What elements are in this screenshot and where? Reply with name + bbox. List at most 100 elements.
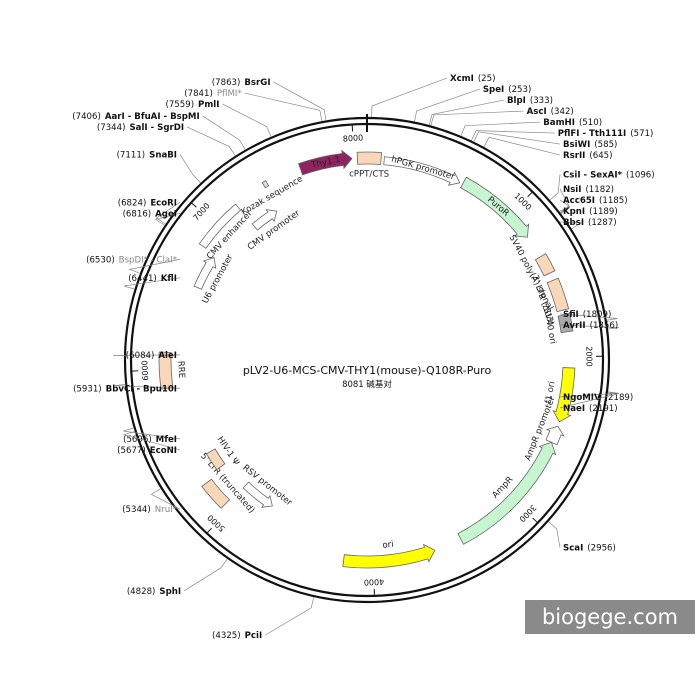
site-pmli: (7559)PmlI: [165, 100, 272, 137]
feature-label: cPPT/CTS: [349, 169, 389, 179]
site-position: (585): [594, 140, 617, 150]
site-name: BamHI: [543, 118, 575, 128]
site-bamhi: BamHI(510): [460, 118, 602, 136]
site-label: CsiI - SexAI*(1096): [563, 170, 655, 180]
site-blpi: BlpI(333): [428, 96, 553, 126]
feature-label: RRE: [175, 361, 186, 379]
site-label: KpnI(1189): [563, 207, 618, 217]
feature-shape: [546, 277, 570, 313]
site-label: (6824)EcoRI: [118, 198, 177, 208]
site-leader-line: [123, 427, 181, 440]
site-name: NruI*: [155, 505, 178, 515]
backbone-inner-strand: [129, 122, 605, 598]
site-econi: (5677)EcoNI: [117, 431, 181, 456]
site-position: (4325): [212, 631, 241, 641]
site-pflmi: (7841)PflMI*: [184, 89, 323, 122]
site-leader-line: [123, 277, 181, 290]
site-name: NaeI: [563, 404, 585, 414]
site-leader-line: [460, 121, 541, 136]
site-position: (1096): [626, 170, 655, 180]
tick-label: 8000: [343, 133, 364, 143]
tick-label: 5000: [206, 513, 227, 533]
tick-label: 7000: [191, 201, 211, 222]
tick-label: 4000: [364, 577, 385, 587]
site-label: (5677)EcoNI: [117, 446, 177, 456]
plasmid-name: pLV2-U6-MCS-CMV-THY1(mouse)-Q108R-Puro: [243, 364, 492, 377]
site-name: EcoNI: [150, 446, 177, 456]
site-name: SfiI: [563, 310, 579, 320]
feature-shape: [552, 367, 576, 423]
site-name: KflI: [161, 274, 177, 284]
site-label: (5344) NruI*: [122, 505, 178, 515]
site-leader-line: [559, 221, 582, 230]
site-bsiwi: BsiWI(585): [473, 131, 617, 150]
site-name: SphI: [159, 587, 181, 597]
site-kfli: (6441)KflI: [123, 274, 181, 290]
watermark-logo: biogege.com: [525, 600, 695, 634]
tick-label: 2000: [584, 346, 593, 366]
feature-hpgk-promoter: hPGK promoter: [383, 155, 461, 186]
site-position: (571): [630, 129, 653, 139]
site-bspdi-clai: (6530)BspDI* - ClaI*: [86, 255, 181, 274]
feature-cmv-promoter: CMV promoter: [246, 208, 302, 253]
site-position: (5344): [122, 505, 151, 515]
site-position: (7111): [117, 150, 146, 160]
feature-shape: [261, 180, 270, 189]
site-name: BspDI* - ClaI*: [119, 255, 178, 265]
site-leader-line: [122, 431, 181, 451]
site-nrui: (5344) NruI*: [122, 488, 181, 515]
feature-shape: [557, 312, 574, 334]
site-label: (5696)MfeI: [123, 435, 177, 445]
site-label: Acc65I(1185): [563, 196, 628, 206]
site-label: (7406)AarI - BfuAI - BspMI: [72, 112, 199, 122]
site-label: (4828)SphI: [127, 587, 181, 597]
site-name: PciI: [245, 631, 263, 641]
site-name: AgeI: [155, 209, 177, 219]
site-position: (2191): [589, 404, 618, 414]
feature-shape: [251, 209, 278, 231]
site-name: ScaI: [563, 544, 583, 554]
site-leader-line: [428, 99, 505, 126]
site-aari-bfuai-bspmi: (7406)AarI - BfuAI - BspMI: [72, 112, 246, 150]
site-leader-line: [559, 206, 570, 214]
site-leader-line: [265, 597, 315, 636]
site-name: SnaBI: [149, 150, 177, 160]
site-position: (1182): [585, 185, 614, 195]
feature-shape: [193, 257, 217, 290]
feature-u6-promoter: U6 promoter: [193, 252, 236, 305]
feature-label: hPGK promoter: [390, 155, 456, 183]
site-name: NsiI: [563, 185, 581, 195]
site-name: BbvCI - Bpu10I: [106, 384, 177, 394]
site-pcii: (4325) PciI: [212, 597, 315, 641]
feature-cppt-cts: cPPT/CTS: [349, 151, 389, 180]
site-label: SfiI(1809): [563, 310, 611, 320]
site-leader-line: [150, 488, 181, 510]
site-ngomiv: NgoMIV(2189): [559, 391, 633, 403]
site-alei: (6084)AleI: [113, 351, 181, 361]
feature-shape: [356, 151, 382, 165]
site-position: (7344): [97, 123, 126, 133]
site-position: (1287): [588, 218, 617, 228]
site-label: (7559)PmlI: [165, 100, 219, 110]
site-leader-line: [371, 77, 448, 118]
site-name: AvrII: [563, 321, 586, 331]
site-leader-line: [548, 521, 561, 548]
site-position: (5696): [123, 435, 152, 445]
feature-shape: [198, 203, 242, 249]
site-label: (7344)SalI - SgrDI: [97, 123, 184, 133]
feature-shape: [457, 441, 557, 545]
tick-label: 6000: [140, 360, 150, 381]
site-name: BbsI: [563, 218, 584, 228]
site-leader-line: [559, 199, 570, 214]
site-sphi: (4828)SphI: [127, 558, 228, 597]
site-label: (7841)PflMI*: [184, 89, 242, 99]
site-label: (7863)BsrGI: [212, 78, 271, 88]
site-label: (6816)AgeI: [123, 209, 177, 219]
site-name: PmlI: [198, 100, 219, 110]
site-snabi: (7111)SnaBI: [117, 150, 201, 184]
feature-rre: RRE: [158, 351, 186, 390]
site-label: (4325) PciI: [212, 631, 262, 641]
site-position: (333): [530, 96, 553, 106]
